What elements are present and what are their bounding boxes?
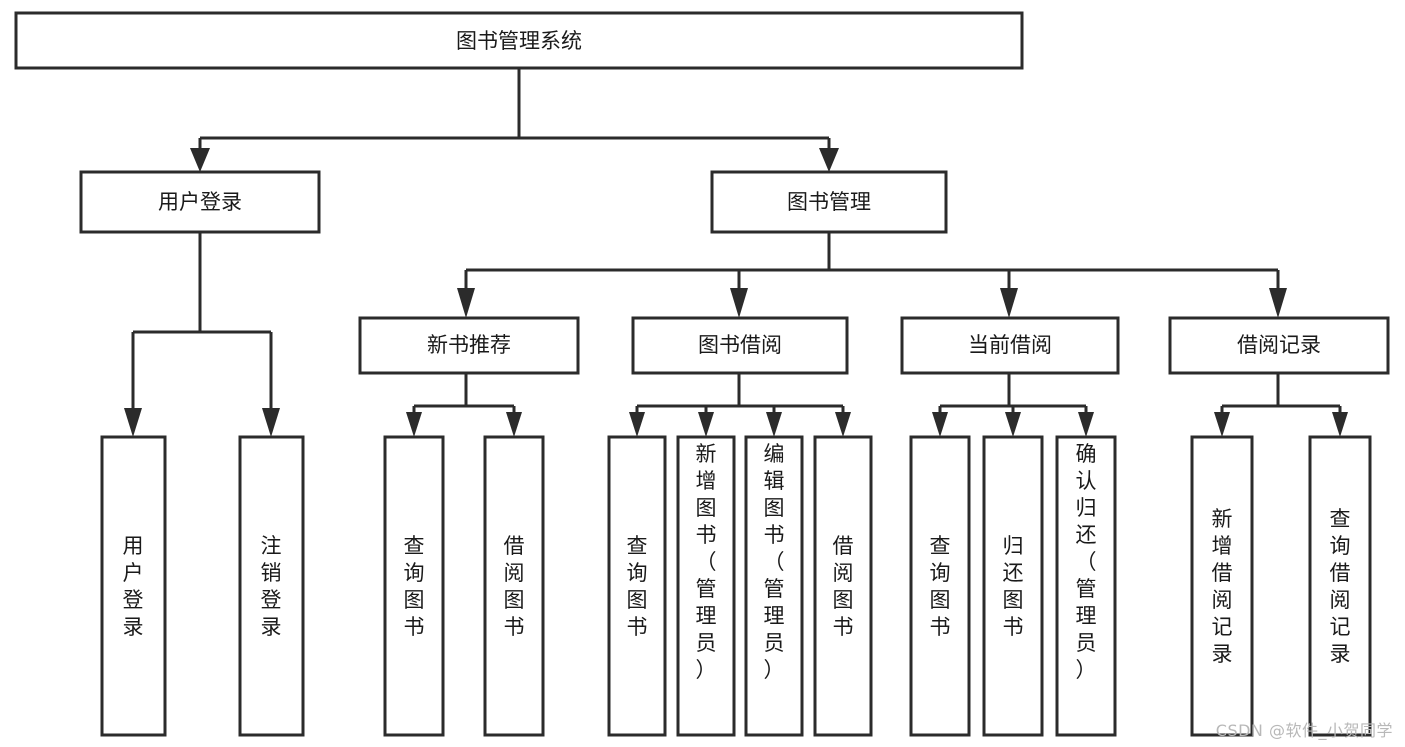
arrow-head-leaf-add-borrow-record (1214, 412, 1230, 437)
node-leaf-query-book-borrow-label: 查询图书 (627, 534, 648, 639)
node-leaf-user-login-rect[interactable] (100, 435, 167, 737)
node-current-borrow[interactable]: 当前借阅 (900, 316, 1120, 375)
arrow-head-leaf-query-borrow-record (1332, 412, 1348, 437)
node-leaf-edit-book-admin-rect[interactable] (744, 435, 804, 737)
node-book-borrow[interactable]: 图书借阅 (631, 316, 849, 375)
arrow-head-leaf-query-book-recommend (406, 412, 422, 437)
arrow-head-leaf-borrow-book-recommend (506, 412, 522, 437)
node-leaf-query-borrow-record-label: 查询借阅记录 (1330, 507, 1351, 666)
node-leaf-query-book-current-label: 查询图书 (930, 534, 951, 639)
node-leaf-query-book-recommend[interactable]: 查询图书 (383, 435, 445, 737)
node-leaf-confirm-return-admin-label: 确认归还（管理员） (1076, 442, 1097, 682)
node-current-borrow-label: 当前借阅 (968, 333, 1052, 357)
node-leaf-edit-book-admin[interactable]: 编辑图书（管理员） (744, 435, 804, 737)
node-leaf-query-book-current-rect[interactable] (909, 435, 971, 737)
connector-layer (124, 68, 1348, 437)
node-borrow-record-label: 借阅记录 (1237, 333, 1321, 357)
node-leaf-query-borrow-record-rect[interactable] (1308, 435, 1372, 737)
arrow-head-leaf-user-login (124, 408, 142, 437)
node-user-login-label: 用户登录 (158, 190, 242, 214)
node-root-label: 图书管理系统 (456, 29, 582, 53)
node-leaf-logout-label: 注销登录 (261, 534, 282, 639)
node-leaf-logout[interactable]: 注销登录 (238, 435, 305, 737)
arrow-head-borrow-record (1269, 288, 1287, 318)
node-leaf-edit-book-admin-label: 编辑图书（管理员） (764, 442, 785, 682)
node-leaf-borrow-book-borrow-label: 借阅图书 (833, 534, 854, 639)
node-leaf-add-book-admin-label: 新增图书（管理员） (696, 442, 717, 682)
node-leaf-query-borrow-record[interactable]: 查询借阅记录 (1308, 435, 1372, 737)
node-leaf-borrow-book-recommend-rect[interactable] (483, 435, 545, 737)
node-leaf-query-book-current[interactable]: 查询图书 (909, 435, 971, 737)
node-book-management-label: 图书管理 (787, 190, 871, 214)
node-new-book-recommend-rect[interactable] (358, 316, 580, 375)
node-leaf-user-login-label: 用户登录 (123, 534, 144, 639)
node-leaf-return-book-label: 归还图书 (1003, 534, 1024, 639)
arrow-head-new-book-recommend (457, 288, 475, 318)
node-book-management-rect[interactable] (710, 170, 948, 234)
node-current-borrow-rect[interactable] (900, 316, 1120, 375)
arrow-head-user-login (190, 148, 210, 172)
arrow-head-leaf-confirm-return-admin (1078, 412, 1094, 437)
node-book-borrow-rect[interactable] (631, 316, 849, 375)
node-leaf-confirm-return-admin[interactable]: 确认归还（管理员） (1055, 435, 1117, 737)
node-leaf-logout-rect[interactable] (238, 435, 305, 737)
node-leaf-add-borrow-record-rect[interactable] (1190, 435, 1254, 737)
arrow-head-book-management (819, 148, 839, 172)
arrow-head-leaf-logout (262, 408, 280, 437)
csdn-watermark: CSDN @软件_小贺同学 (1215, 721, 1393, 740)
node-leaf-borrow-book-recommend-label: 借阅图书 (504, 534, 525, 639)
node-leaf-user-login[interactable]: 用户登录 (100, 435, 167, 737)
node-leaf-query-book-recommend-rect[interactable] (383, 435, 445, 737)
node-new-book-recommend-label: 新书推荐 (427, 333, 511, 357)
node-leaf-borrow-book-borrow[interactable]: 借阅图书 (813, 435, 873, 737)
node-leaf-query-book-borrow[interactable]: 查询图书 (607, 435, 667, 737)
node-leaf-query-book-recommend-label: 查询图书 (404, 534, 425, 639)
node-leaf-return-book[interactable]: 归还图书 (982, 435, 1044, 737)
node-leaf-return-book-rect[interactable] (982, 435, 1044, 737)
arrow-head-leaf-query-book-borrow (629, 412, 645, 437)
arrow-head-leaf-return-book (1005, 412, 1021, 437)
arrow-head-leaf-borrow-book-borrow (835, 412, 851, 437)
node-user-login[interactable]: 用户登录 (79, 170, 321, 234)
node-new-book-recommend[interactable]: 新书推荐 (358, 316, 580, 375)
node-leaf-add-borrow-record[interactable]: 新增借阅记录 (1190, 435, 1254, 737)
node-leaf-add-borrow-record-label: 新增借阅记录 (1212, 507, 1233, 666)
node-leaf-borrow-book-recommend[interactable]: 借阅图书 (483, 435, 545, 737)
node-root[interactable]: 图书管理系统 (14, 11, 1024, 70)
node-user-login-rect[interactable] (79, 170, 321, 234)
node-leaf-borrow-book-borrow-rect[interactable] (813, 435, 873, 737)
node-leaf-add-book-admin-rect[interactable] (676, 435, 736, 737)
node-leaf-add-book-admin[interactable]: 新增图书（管理员） (676, 435, 736, 737)
node-book-management[interactable]: 图书管理 (710, 170, 948, 234)
node-root-rect[interactable] (14, 11, 1024, 70)
node-leaf-confirm-return-admin-rect[interactable] (1055, 435, 1117, 737)
arrow-head-leaf-query-book-current (932, 412, 948, 437)
node-leaf-query-book-borrow-rect[interactable] (607, 435, 667, 737)
arrow-head-leaf-edit-book-admin (766, 412, 782, 437)
node-borrow-record-rect[interactable] (1168, 316, 1390, 375)
arrow-head-current-borrow (1000, 288, 1018, 318)
node-book-borrow-label: 图书借阅 (698, 333, 782, 357)
arrow-head-leaf-add-book-admin (698, 412, 714, 437)
node-borrow-record[interactable]: 借阅记录 (1168, 316, 1390, 375)
arrow-head-book-borrow (730, 288, 748, 318)
